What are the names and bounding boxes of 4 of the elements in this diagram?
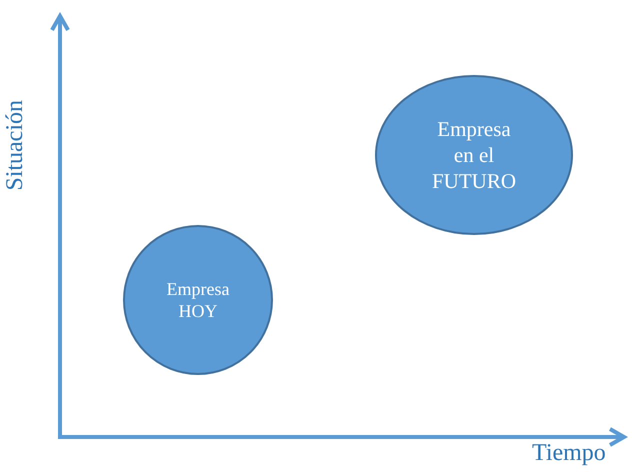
x-axis-label: Tiempo [532, 440, 606, 467]
node-label: Empresa en el FUTURO [430, 116, 517, 194]
node-label: Empresa HOY [166, 278, 230, 322]
y-axis-label: Situación [2, 100, 29, 191]
